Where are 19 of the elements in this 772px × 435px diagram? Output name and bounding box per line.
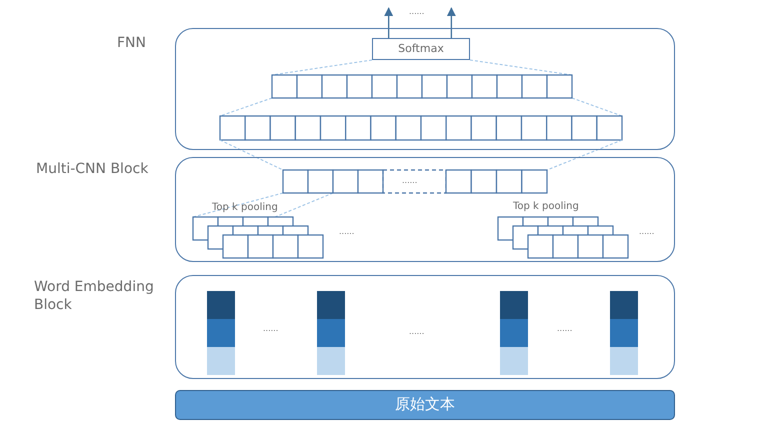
ellipsis: ......: [409, 326, 424, 338]
block-title: Multi-CNN Block: [36, 160, 148, 178]
block-title: FNN: [117, 34, 146, 52]
ellipsis: ......: [409, 6, 424, 18]
fnn-block: [175, 28, 675, 150]
ellipsis: ......: [263, 323, 278, 335]
layer-caption: Top k pooling: [212, 202, 278, 214]
input-text-bar: 原始文本: [175, 390, 675, 420]
layer-caption: Top k pooling: [513, 201, 579, 213]
arrow: [446, 7, 456, 38]
cnn-block: [175, 157, 675, 262]
embedding-block: [175, 275, 675, 379]
ellipsis: ......: [557, 323, 572, 335]
block-title: Word Embedding Block: [34, 278, 155, 314]
ellipsis: ......: [339, 226, 354, 238]
ellipsis: ......: [639, 226, 654, 238]
arrow: [384, 7, 394, 38]
softmax-box: Softmax: [372, 38, 470, 60]
ellipsis: ......: [402, 175, 418, 187]
